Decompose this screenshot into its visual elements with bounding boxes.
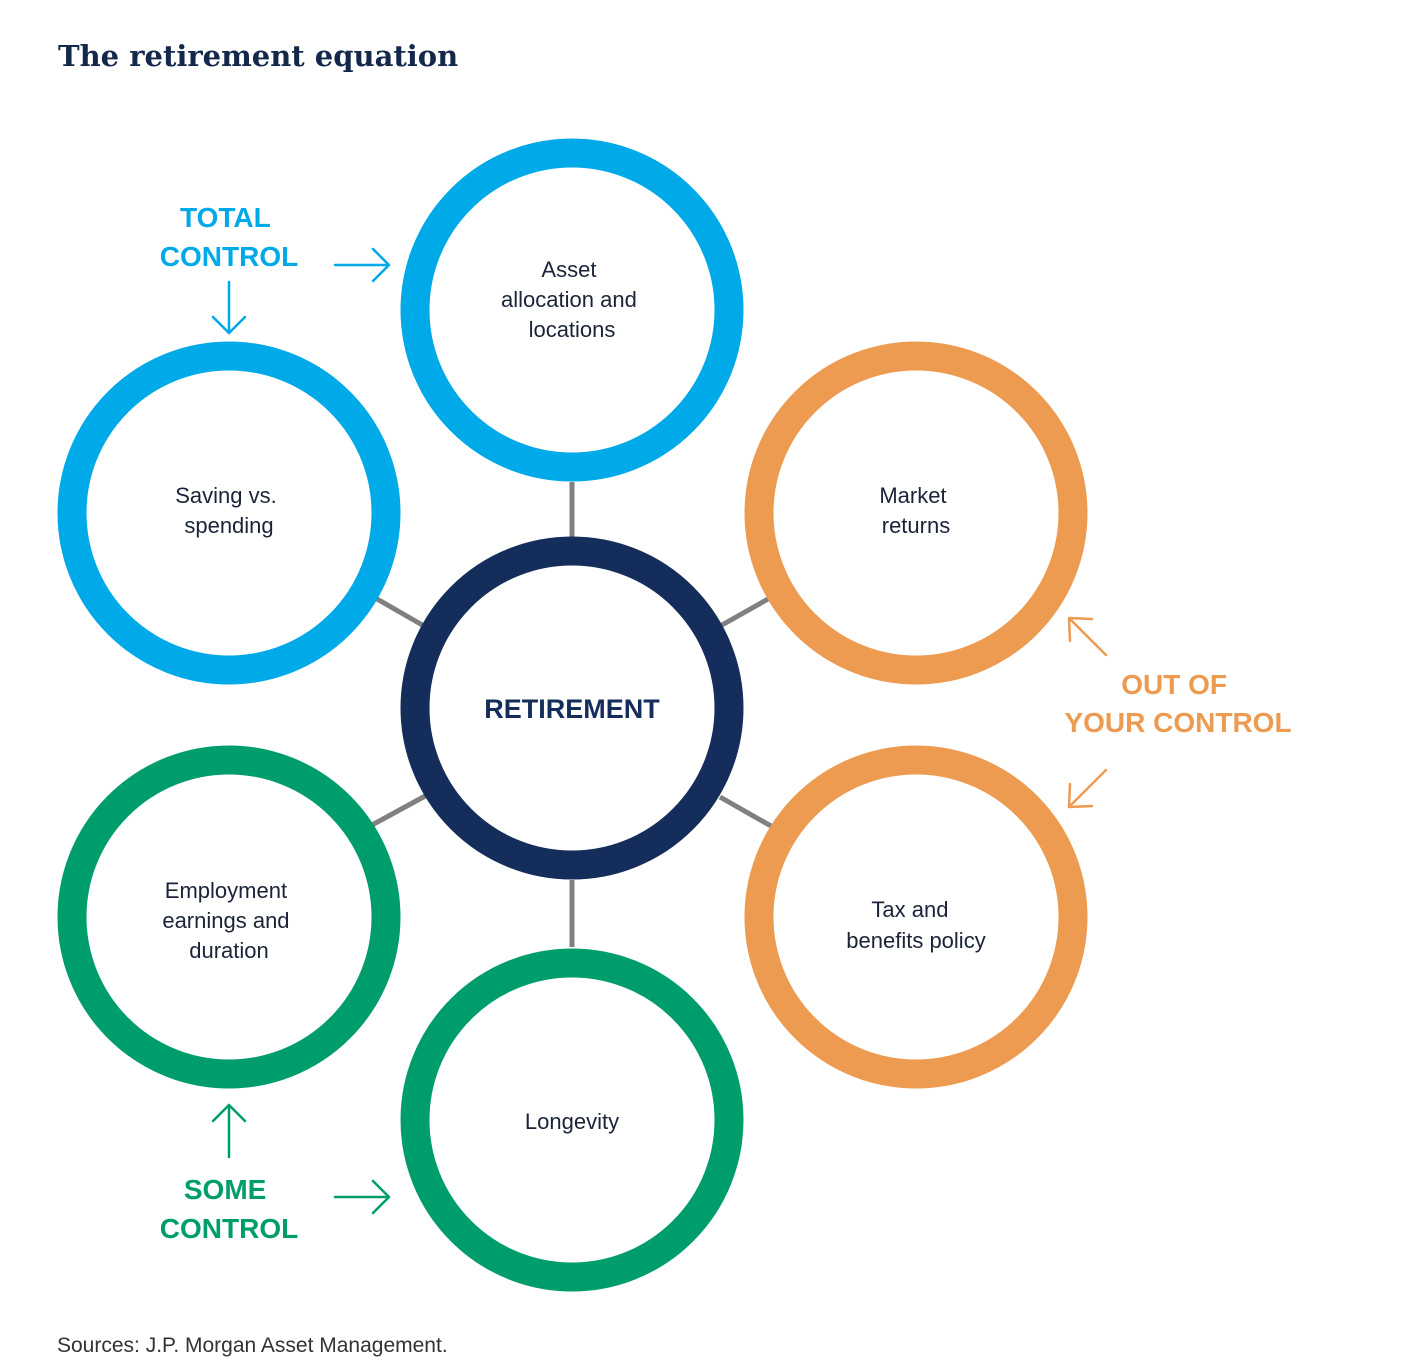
node-label-line: allocation and (501, 287, 637, 312)
node-saving-vs-spending: Saving vs. spending (57, 341, 401, 685)
node-employment-earnings: Employment earnings and duration (57, 745, 401, 1089)
group-label-line: OUT OF (1121, 669, 1227, 700)
source-note: Sources: J.P. Morgan Asset Management. (57, 1334, 448, 1357)
node-tax-and-benefits: Tax and benefits policy (744, 745, 1088, 1089)
node-label-line: duration (189, 938, 269, 963)
center-node-retirement: RETIREMENT (400, 536, 744, 880)
node-label-line: locations (529, 317, 616, 342)
node-ring (400, 138, 744, 482)
center-label: RETIREMENT (484, 694, 660, 724)
group-label-line: CONTROL (160, 241, 298, 272)
group-label: SOME CONTROL (160, 1174, 298, 1244)
node-label: Saving vs. spending (175, 483, 283, 538)
arrow-up-icon (211, 1103, 247, 1159)
node-label-line: Market (879, 483, 946, 508)
group-label: OUT OF YOUR CONTROL (1064, 669, 1291, 738)
connector-saving-vs-spending (375, 596, 426, 629)
connector-tax-and-benefits (718, 794, 773, 829)
node-label-line: earnings and (162, 908, 289, 933)
node-label-line: Longevity (525, 1109, 619, 1134)
node-ring (744, 745, 1088, 1089)
diagram-title: The retirement equation (58, 39, 458, 73)
node-label: Longevity (525, 1109, 619, 1134)
arrow-right-icon (333, 247, 391, 283)
arrow-down-icon (211, 280, 247, 335)
connector-market-returns (720, 596, 770, 628)
center-ring (400, 536, 744, 880)
group-label-line: TOTAL (180, 202, 271, 233)
group-label-line: CONTROL (160, 1213, 298, 1244)
node-asset-allocation: Asset allocation and locations (400, 138, 744, 482)
node-label: Employment earnings and duration (162, 878, 295, 963)
node-label-line: spending (184, 513, 273, 538)
node-ring (57, 341, 401, 685)
group-label: TOTAL CONTROL (160, 202, 298, 272)
node-label-line: Saving vs. (175, 483, 277, 508)
group-total-control: TOTAL CONTROL (160, 202, 391, 335)
node-label-line: Tax and (871, 897, 948, 922)
group-label-line: YOUR CONTROL (1064, 707, 1291, 738)
arrow-up-left-icon (1067, 616, 1108, 657)
group-some-control: SOME CONTROL (160, 1103, 391, 1244)
group-label-line: SOME (184, 1174, 266, 1205)
node-label: Tax and benefits policy (846, 897, 985, 953)
group-out-of-your-control: OUT OF YOUR CONTROL (1064, 616, 1292, 809)
connectors (370, 482, 773, 947)
node-ring (400, 948, 744, 1292)
node-label-line: Asset (541, 257, 596, 282)
arrow-right-icon (333, 1179, 391, 1215)
node-label: Market returns (879, 483, 952, 538)
node-label-line: returns (882, 513, 950, 538)
node-ring (57, 745, 401, 1089)
node-label: Asset allocation and locations (501, 257, 643, 342)
arrow-down-left-icon (1067, 768, 1108, 809)
node-ring (744, 341, 1088, 685)
node-longevity: Longevity (400, 948, 744, 1292)
connector-employment-earnings (370, 792, 429, 828)
node-label-line: benefits policy (846, 928, 985, 953)
node-market-returns: Market returns (744, 341, 1088, 685)
node-label-line: Employment (165, 878, 287, 903)
